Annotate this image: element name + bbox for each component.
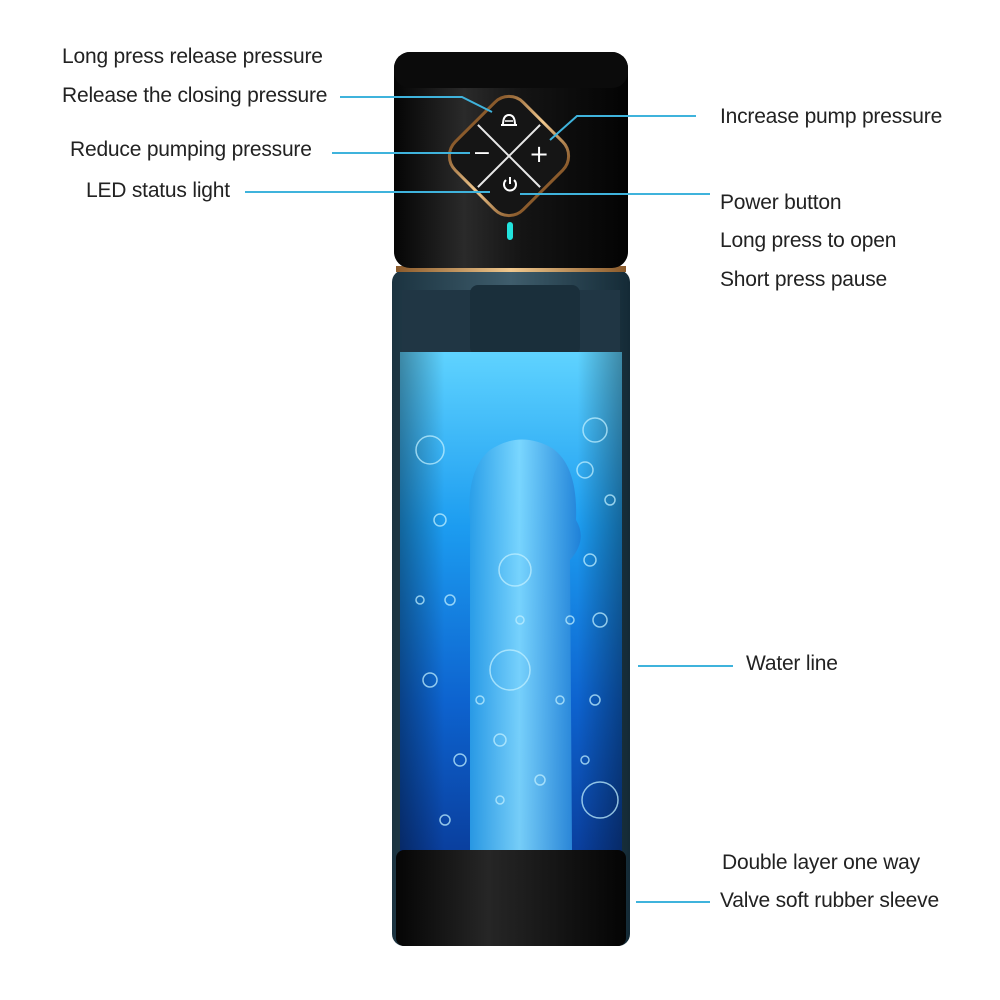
label-release-closing: Release the closing pressure xyxy=(62,84,328,107)
bubbles xyxy=(415,417,619,826)
label-reduce-pumping: Reduce pumping pressure xyxy=(70,138,312,161)
cap-upper-band xyxy=(394,52,628,88)
control-pad xyxy=(447,94,571,218)
gold-trim xyxy=(396,266,626,272)
label-long-press-open: Long press to open xyxy=(720,229,897,252)
led-light-icon xyxy=(507,222,513,240)
label-increase-pump: Increase pump pressure xyxy=(720,105,943,128)
callout-line-release xyxy=(340,96,493,113)
inner-cylinder xyxy=(470,285,580,355)
label-led-status: LED status light xyxy=(86,179,230,202)
label-short-press-pause: Short press pause xyxy=(720,268,888,291)
release-icon[interactable] xyxy=(498,112,520,128)
callout-line-increase xyxy=(549,115,696,141)
power-icon[interactable] xyxy=(501,175,519,193)
base-cap xyxy=(396,850,626,946)
callout-lines xyxy=(245,96,733,903)
label-double-layer: Double layer one way xyxy=(722,851,920,874)
label-power-button: Power button xyxy=(720,191,842,214)
label-valve-sleeve: Valve soft rubber sleeve xyxy=(720,889,939,912)
insert-shape xyxy=(469,439,581,850)
minus-icon[interactable]: − xyxy=(472,141,492,166)
plus-icon[interactable]: + xyxy=(528,140,550,168)
label-long-press-release: Long press release pressure xyxy=(62,45,323,68)
label-water-line: Water line xyxy=(746,652,838,675)
